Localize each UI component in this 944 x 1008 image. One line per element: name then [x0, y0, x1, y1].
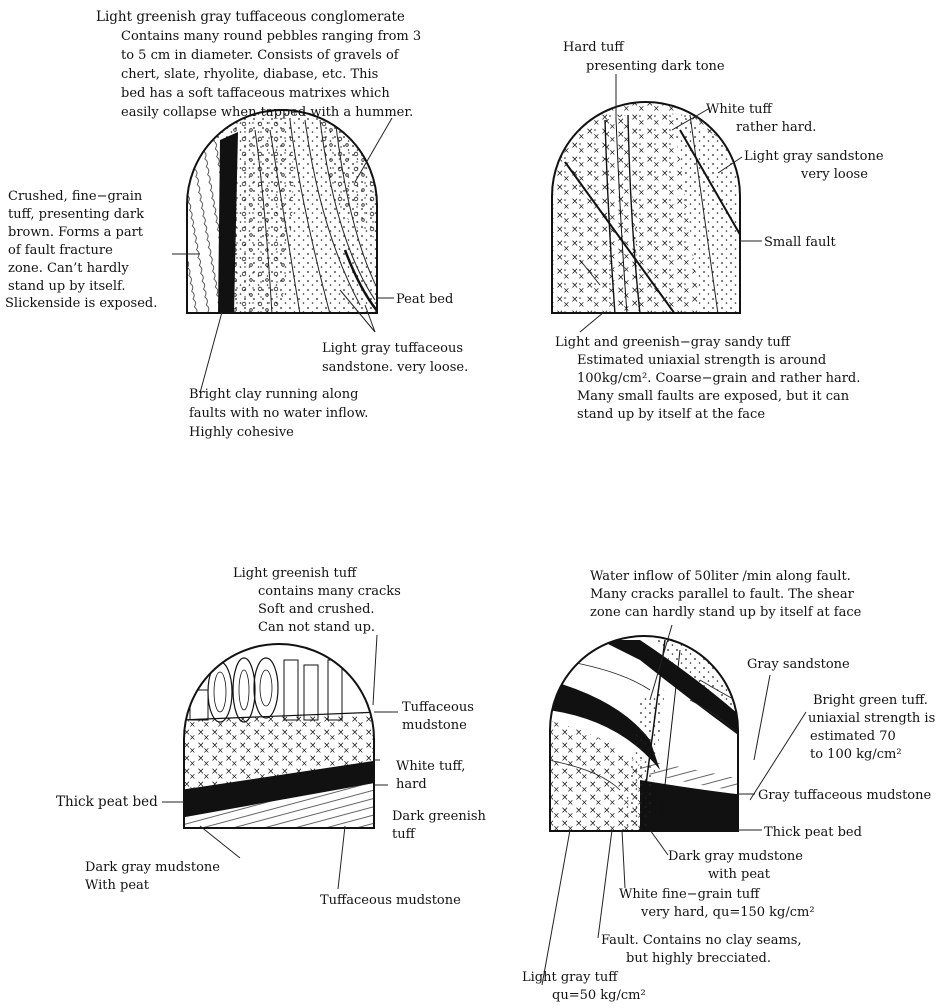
svg-text:zone. Can’t hardly: zone. Can’t hardly — [8, 261, 129, 276]
label-thick-peat-bed: Thick peat bed — [56, 794, 158, 810]
label-light-gray-tuff: Light gray tuff qu=50 kg/cm² — [522, 970, 646, 1003]
label-sandy-tuff: Light and greenish−gray sandy tuff Estim… — [555, 335, 860, 422]
panel-1-face — [185, 100, 380, 315]
svg-text:contains many cracks: contains many cracks — [258, 584, 401, 599]
svg-text:presenting dark tone: presenting dark tone — [586, 59, 725, 74]
label-water-inflow: Water inflow of 50liter /min along fault… — [590, 569, 862, 620]
label-tuffaceous-mudstone-bottom: Tuffaceous mudstone — [320, 893, 461, 908]
svg-text:White fine−grain tuff: White fine−grain tuff — [619, 887, 761, 902]
svg-text:With peat: With peat — [85, 878, 150, 893]
svg-text:Slickenside is exposed.: Slickenside is exposed. — [5, 296, 157, 311]
label-peat-bed: Peat bed — [396, 292, 453, 307]
panel-4-face — [545, 630, 745, 835]
svg-text:Can not stand up.: Can not stand up. — [258, 620, 375, 635]
label-light-greenish-tuff: Light greenish tuff contains many cracks… — [233, 566, 401, 635]
svg-text:White tuff: White tuff — [706, 102, 774, 117]
label-small-fault: Small fault — [764, 235, 837, 250]
svg-text:brown. Forms a part: brown. Forms a part — [8, 225, 144, 240]
svg-text:Bright clay running along: Bright clay running along — [189, 387, 358, 402]
svg-text:Light gray tuffaceous: Light gray tuffaceous — [322, 341, 463, 356]
svg-text:Water inflow of 50liter /min a: Water inflow of 50liter /min along fault… — [590, 569, 851, 584]
svg-text:tuff, presenting dark: tuff, presenting dark — [8, 207, 144, 222]
svg-text:but highly brecciated.: but highly brecciated. — [626, 951, 771, 966]
svg-text:stand up by itself at the face: stand up by itself at the face — [577, 407, 765, 422]
svg-text:Dark gray mudstone: Dark gray mudstone — [668, 849, 803, 864]
label-white-tuff: White tuff rather hard. — [706, 102, 816, 135]
svg-text:White tuff,: White tuff, — [396, 759, 465, 774]
svg-text:of fault fracture: of fault fracture — [8, 243, 113, 258]
label-bright-green-tuff: Bright green tuff. uniaxial strength is … — [808, 693, 935, 762]
svg-text:Bright green tuff.: Bright green tuff. — [813, 693, 928, 708]
svg-text:rather hard.: rather hard. — [736, 120, 816, 135]
svg-text:bed has a soft taffaceous matr: bed has a soft taffaceous matrixes which — [121, 86, 390, 101]
panel-3-face — [180, 640, 380, 830]
label-white-tuff-hard: White tuff, hard — [396, 759, 465, 792]
label-fault-brecciated: Fault. Contains no clay seams, but highl… — [601, 933, 802, 966]
svg-text:Dark greenish: Dark greenish — [392, 809, 487, 824]
svg-text:chert, slate, rhyolite, diabas: chert, slate, rhyolite, diabase, etc. Th… — [121, 67, 378, 82]
svg-text:Many small faults are exposed,: Many small faults are exposed, but it ca… — [577, 389, 850, 404]
svg-text:easily collapse when tapped wi: easily collapse when tapped with a humme… — [121, 105, 413, 120]
svg-text:to 100 kg/cm²: to 100 kg/cm² — [810, 747, 902, 762]
svg-text:Contains many round pebbles ra: Contains many round pebbles ranging from… — [121, 29, 421, 44]
svg-text:Light greenish tuff: Light greenish tuff — [233, 566, 358, 581]
svg-text:Fault. Contains no clay seams,: Fault. Contains no clay seams, — [601, 933, 802, 948]
svg-text:Hard tuff: Hard tuff — [563, 40, 625, 55]
svg-text:faults with no water inflow.: faults with no water inflow. — [189, 406, 368, 421]
label-light-gray-sandstone: Light gray sandstone very loose — [744, 149, 884, 182]
svg-text:mudstone: mudstone — [402, 718, 467, 733]
label-conglomerate: Light greenish gray tuffaceous conglomer… — [96, 9, 421, 120]
svg-text:zone can hardly stand up by it: zone can hardly stand up by itself at fa… — [590, 605, 862, 620]
svg-text:Light and greenish−gray sandy: Light and greenish−gray sandy tuff — [555, 335, 792, 350]
label-hard-tuff: Hard tuff presenting dark tone — [563, 40, 725, 74]
label-tuffaceous-sandstone: Light gray tuffaceous sandstone. very lo… — [322, 341, 468, 375]
svg-text:Crushed, fine−grain: Crushed, fine−grain — [8, 189, 143, 204]
svg-text:Light gray sandstone: Light gray sandstone — [744, 149, 884, 164]
svg-text:very loose: very loose — [800, 167, 868, 182]
svg-text:qu=50 kg/cm²: qu=50 kg/cm² — [552, 988, 646, 1003]
label-crushed-tuff: Crushed, fine−grain tuff, presenting dar… — [5, 189, 157, 311]
label-bright-clay: Bright clay running along faults with no… — [189, 387, 368, 440]
label-gray-tuffaceous-mudstone: Gray tuffaceous mudstone — [758, 788, 932, 803]
svg-text:with peat: with peat — [708, 867, 771, 882]
svg-text:estimated 70: estimated 70 — [810, 729, 896, 744]
svg-text:Soft and crushed.: Soft and crushed. — [258, 602, 375, 617]
svg-text:Tuffaceous: Tuffaceous — [402, 700, 474, 715]
svg-text:very hard, qu=150 kg/cm²: very hard, qu=150 kg/cm² — [640, 905, 815, 920]
svg-text:to 5 cm in diameter. Consists: to 5 cm in diameter. Consists of gravels… — [121, 48, 400, 63]
svg-text:Many cracks parallel to fault.: Many cracks parallel to fault. The shear — [590, 587, 855, 602]
svg-text:stand up by itself.: stand up by itself. — [8, 279, 125, 294]
label-tuffaceous-mudstone-top: Tuffaceous mudstone — [402, 700, 474, 733]
svg-text:Dark gray mudstone: Dark gray mudstone — [85, 860, 220, 875]
label-dark-greenish-tuff: Dark greenish tuff — [392, 809, 487, 842]
label-gray-sandstone: Gray sandstone — [747, 657, 850, 672]
svg-text:100kg/cm². Coarse−grain and ra: 100kg/cm². Coarse−grain and rather hard. — [577, 371, 860, 386]
svg-text:uniaxial strength is: uniaxial strength is — [808, 711, 935, 726]
svg-text:hard: hard — [396, 777, 427, 792]
label-thick-peat-bed-2: Thick peat bed — [764, 825, 862, 840]
label-dark-gray-mudstone-peat: Dark gray mudstone with peat — [668, 849, 803, 882]
label-dark-gray-mudstone: Dark gray mudstone With peat — [85, 860, 220, 893]
svg-text:Estimated uniaxial strength is: Estimated uniaxial strength is around — [577, 353, 826, 368]
svg-text:tuff: tuff — [392, 827, 417, 842]
label-white-fine-grain-tuff: White fine−grain tuff very hard, qu=150 … — [619, 887, 815, 920]
svg-text:Light greenish gray tuffaceous: Light greenish gray tuffaceous conglomer… — [96, 9, 405, 25]
svg-text:sandstone. very loose.: sandstone. very loose. — [322, 360, 468, 375]
panel-2-face — [550, 95, 745, 315]
svg-text:Light gray tuff: Light gray tuff — [522, 970, 619, 985]
svg-text:Highly cohesive: Highly cohesive — [189, 425, 294, 440]
